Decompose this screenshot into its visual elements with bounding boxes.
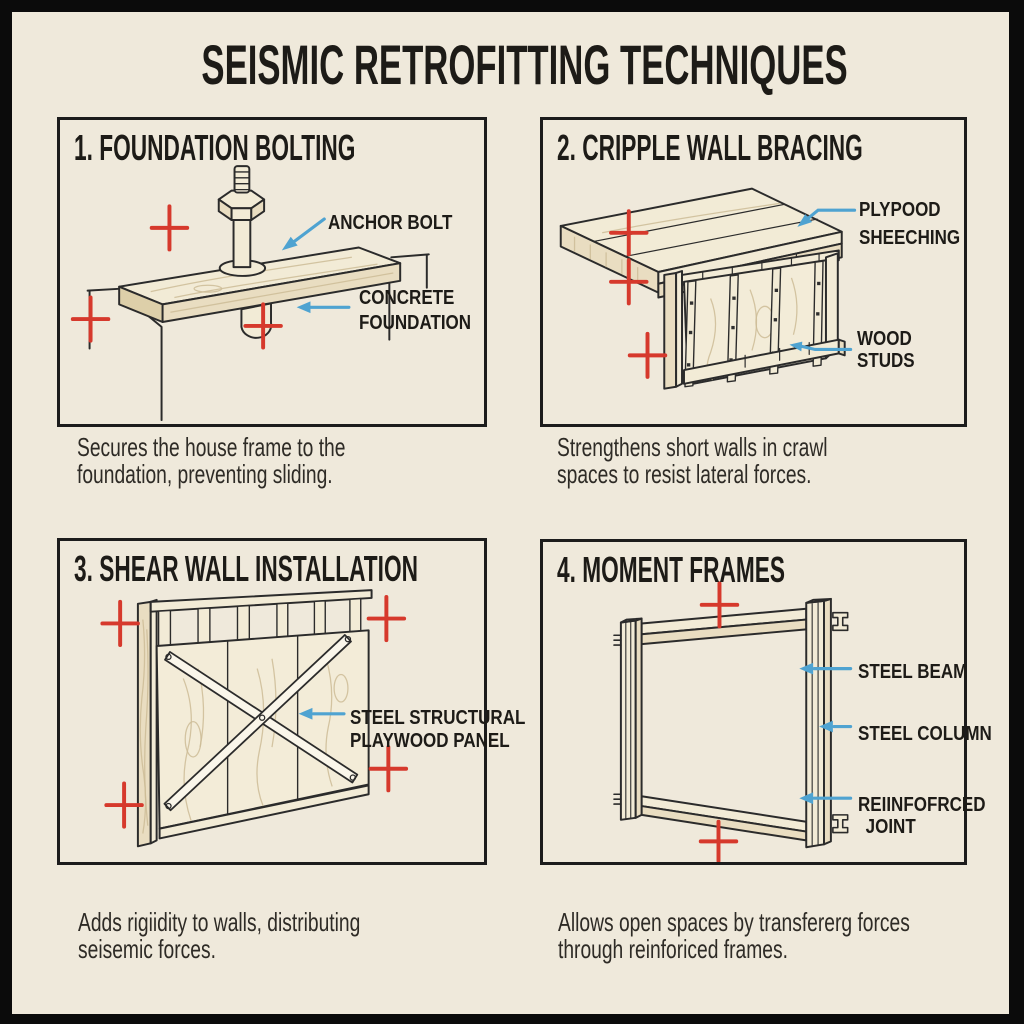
cripple-wall-bracing-diagram — [559, 187, 857, 390]
anchor-bolt-arrow — [281, 217, 326, 251]
panel-title-moment-frames: 4. MOMENT FRAMES — [557, 549, 786, 590]
registration-crosses — [70, 204, 283, 350]
wood-studs-arrow — [789, 341, 853, 352]
caption-moment-frames: Allows open spaces by transfererg forces… — [558, 907, 910, 964]
right-steel-column — [805, 597, 849, 849]
poster-title: SEISMIC RETROFITTING TECHNIQUES — [201, 33, 848, 96]
panel-cripple-wall-bracing: 2. CRIPPLE WALL BRACING PLYPOOD SHEECHIN… — [540, 117, 967, 427]
left-steel-column — [613, 617, 643, 821]
label-steel-structural-panel: STEEL STRUCTURAL PLAYWOOD PANEL — [350, 707, 526, 752]
registration-crosses — [100, 594, 409, 829]
label-wood-studs: WOOD STUDS — [857, 328, 915, 372]
reinforced-joint-arrow — [799, 792, 853, 805]
anchor-bolt-drawing — [217, 165, 267, 277]
concrete-foundation-arrow — [296, 301, 351, 314]
panel-foundation-bolting: 1. FOUNDATION BOLTING ANCHOR BOLT CONCRE… — [57, 117, 487, 427]
steel-beams — [640, 607, 808, 842]
sill-plate — [118, 246, 402, 339]
steel-panel-arrow — [298, 707, 346, 720]
registration-crosses — [698, 581, 740, 862]
foundation-bolting-diagram — [70, 165, 430, 422]
label-steel-column: STEEL COLUMN — [858, 723, 992, 745]
label-steel-beam: STEEL BEAM — [858, 661, 968, 683]
panel-shear-wall-installation: 3. SHEAR WALL INSTALLATION STEEL STRUCTU… — [57, 538, 525, 865]
registration-crosses — [609, 209, 668, 379]
moment-frames-diagram — [613, 581, 853, 862]
steel-x-braces — [163, 634, 359, 812]
label-anchor-bolt: ANCHOR BOLT — [328, 212, 453, 234]
steel-column-arrow — [819, 720, 853, 733]
caption-foundation-bolting: Secures the house frame to the foundatio… — [77, 432, 346, 489]
panel-title-foundation-bolting: 1. FOUNDATION BOLTING — [74, 127, 356, 168]
label-reinforced-joint: REIINFOFRCED JOINT — [858, 794, 986, 838]
poster-canvas: SEISMIC RETROFITTING TECHNIQUES — [12, 12, 1009, 1014]
panel-title-cripple-wall-bracing: 2. CRIPPLE WALL BRACING — [557, 127, 863, 168]
shear-wall-installation-diagram — [100, 589, 409, 848]
caption-shear-wall-installation: Adds rigiidity to walls, distributing se… — [78, 907, 361, 964]
panel-title-shear-wall-installation: 3. SHEAR WALL INSTALLATION — [74, 548, 418, 589]
label-concrete-foundation: CONCRETE FOUNDATION — [359, 287, 472, 334]
steel-beam-arrow — [799, 662, 853, 675]
label-plywood-sheathing: PLYPOOD SHEECHING — [859, 199, 961, 249]
caption-cripple-wall-bracing: Strengthens short walls in crawl spaces … — [557, 432, 828, 489]
panel-moment-frames: 4. MOMENT FRAMES STEEL BEAM STEEL COLUMN… — [540, 539, 992, 865]
plywood-sheathing-arrow — [797, 208, 857, 227]
